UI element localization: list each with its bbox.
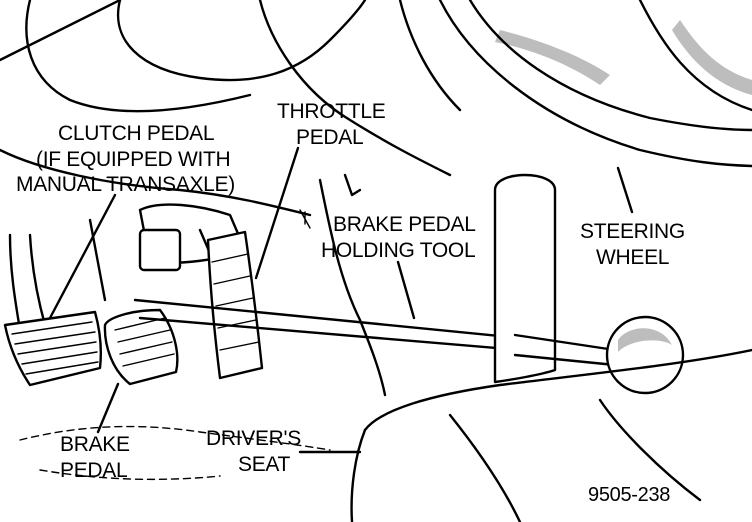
- svg-text:WHEEL: WHEEL: [596, 246, 669, 269]
- holding-tool-illustration: [133, 173, 685, 395]
- svg-text:(IF EQUIPPED WITH: (IF EQUIPPED WITH: [36, 148, 230, 171]
- clutch-pedal-leader: [48, 193, 117, 320]
- holding-tool-leader: [396, 260, 416, 320]
- pedal-assembly-illustration: [3, 203, 264, 387]
- svg-text:BRAKE PEDAL: BRAKE PEDAL: [333, 213, 476, 236]
- dashboard-illustration: [0, 0, 610, 397]
- leader-lines: [48, 146, 634, 454]
- svg-text:DRIVER'S: DRIVER'S: [206, 427, 301, 450]
- label-brake-pedal-holding-tool: BRAKE PEDAL HOLDING TOOL: [321, 213, 476, 262]
- svg-text:CLUTCH PEDAL: CLUTCH PEDAL: [58, 122, 214, 145]
- label-clutch-pedal: CLUTCH PEDAL (IF EQUIPPED WITH MANUAL TR…: [16, 122, 235, 196]
- svg-text:SEAT: SEAT: [238, 453, 291, 476]
- svg-text:BRAKE: BRAKE: [60, 433, 130, 456]
- svg-text:PEDAL: PEDAL: [296, 126, 363, 149]
- drivers-seat-illustration: [19, 348, 752, 522]
- steering-wheel-leader: [616, 166, 634, 214]
- label-throttle-pedal: THROTTLE PEDAL: [277, 100, 386, 149]
- steering-wheel-illustration: [438, 0, 752, 168]
- label-brake-pedal: BRAKE PEDAL: [60, 433, 130, 482]
- throttle-pedal-leader: [254, 146, 300, 280]
- svg-text:THROTTLE: THROTTLE: [277, 100, 386, 123]
- svg-text:HOLDING TOOL: HOLDING TOOL: [321, 239, 475, 262]
- svg-text:STEERING: STEERING: [580, 220, 685, 243]
- label-drivers-seat: DRIVER'S SEAT: [206, 427, 302, 476]
- figure-number: 9505-238: [588, 484, 670, 506]
- svg-text:MANUAL TRANSAXLE): MANUAL TRANSAXLE): [16, 173, 235, 196]
- svg-text:PEDAL: PEDAL: [60, 459, 127, 482]
- brake-pedal-leader: [96, 382, 120, 434]
- label-steering-wheel: STEERING WHEEL: [580, 220, 685, 269]
